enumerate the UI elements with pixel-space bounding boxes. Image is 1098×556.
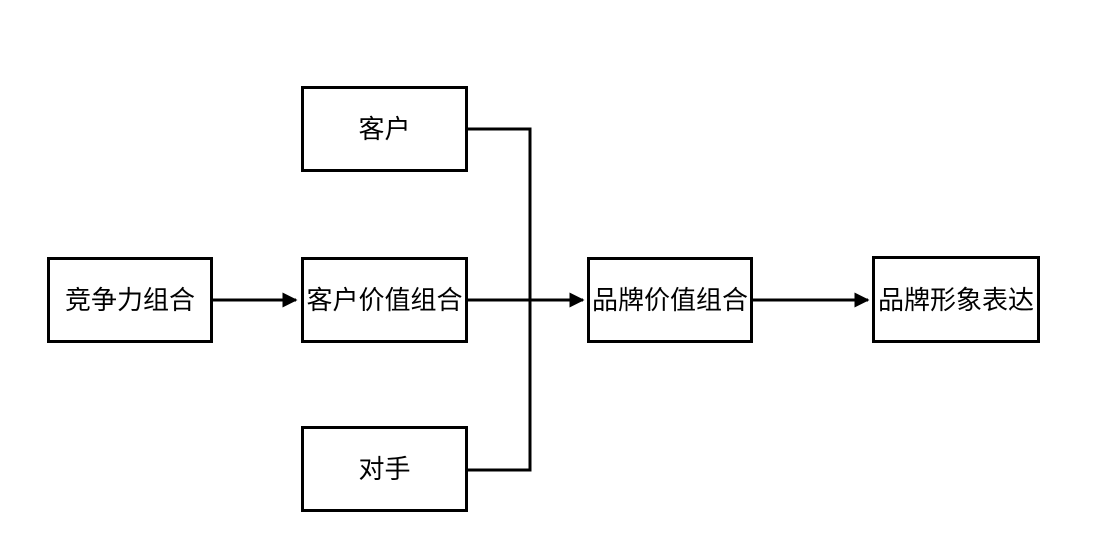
node-brand-value-mix-label: 品牌价值组合 — [591, 285, 748, 315]
node-customer-value-mix-label: 客户价值组合 — [306, 285, 463, 315]
node-brand-value-mix[interactable]: 品牌价值组合 — [587, 257, 753, 343]
node-brand-image-expression-label: 品牌形象表达 — [877, 284, 1034, 315]
edge-customer-and-opponent-elbow — [468, 127, 532, 472]
node-opponent-label: 对手 — [358, 454, 411, 484]
node-competitiveness-mix-label: 竞争力组合 — [64, 285, 195, 315]
node-customer[interactable]: 客户 — [301, 86, 468, 172]
node-brand-image-expression[interactable]: 品牌形象表达 — [872, 256, 1040, 343]
node-customer-value-mix[interactable]: 客户价值组合 — [301, 257, 468, 343]
node-opponent[interactable]: 对手 — [301, 426, 468, 512]
node-customer-label: 客户 — [358, 114, 411, 144]
node-competitiveness-mix[interactable]: 竞争力组合 — [47, 257, 213, 343]
